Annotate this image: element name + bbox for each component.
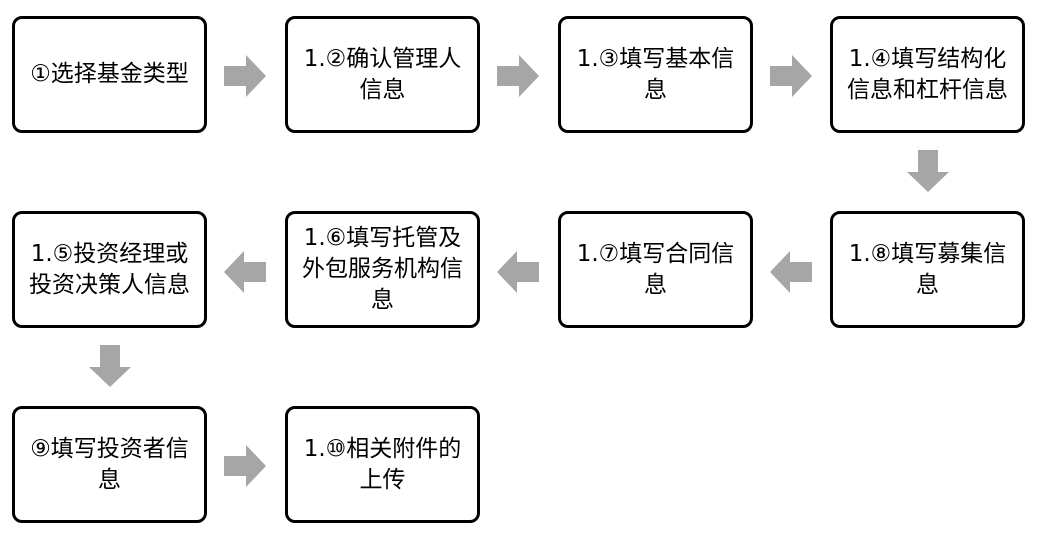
step-4-label: 1.④填写结构化信息和杠杆信息 [847,45,1008,103]
arrow-down-icon [89,345,131,387]
step-9-label: ⑨填写投资者信息 [30,435,189,493]
step-8-label: 1.⑧填写募集信息 [848,240,1007,298]
step-6-label: 1.⑥填写托管及外包服务机构信息 [302,225,463,313]
arrow-right-icon [224,55,266,97]
step-5-label: 1.⑤投资经理或投资决策人信息 [29,240,190,298]
step-3-basic-info: 1.③填写基本信息 [558,16,753,133]
step-1-label: ①选择基金类型 [30,61,189,87]
step-9-investor-info: ⑨填写投资者信息 [12,406,207,523]
arrow-left-icon [497,251,539,293]
step-7-label: 1.⑦填写合同信息 [576,240,735,298]
step-2-confirm-manager-info: 1.②确认管理人信息 [285,16,480,133]
step-7-contract-info: 1.⑦填写合同信息 [558,211,753,328]
step-6-custody-outsourcing-info: 1.⑥填写托管及外包服务机构信息 [285,211,480,328]
step-10-attachments-upload: 1.⑩相关附件的上传 [285,406,480,523]
arrow-right-icon [224,445,266,487]
arrow-right-icon [497,55,539,97]
arrow-left-icon [770,251,812,293]
step-4-structure-leverage-info: 1.④填写结构化信息和杠杆信息 [830,16,1025,133]
step-8-fundraising-info: 1.⑧填写募集信息 [830,211,1025,328]
step-2-label: 1.②确认管理人信息 [303,45,462,103]
step-3-label: 1.③填写基本信息 [576,45,735,103]
arrow-right-icon [770,55,812,97]
step-10-label: 1.⑩相关附件的上传 [303,435,462,493]
step-1-select-fund-type: ①选择基金类型 [12,16,207,133]
step-5-investment-manager-info: 1.⑤投资经理或投资决策人信息 [12,211,207,328]
arrow-down-icon [907,150,949,192]
arrow-left-icon [224,251,266,293]
